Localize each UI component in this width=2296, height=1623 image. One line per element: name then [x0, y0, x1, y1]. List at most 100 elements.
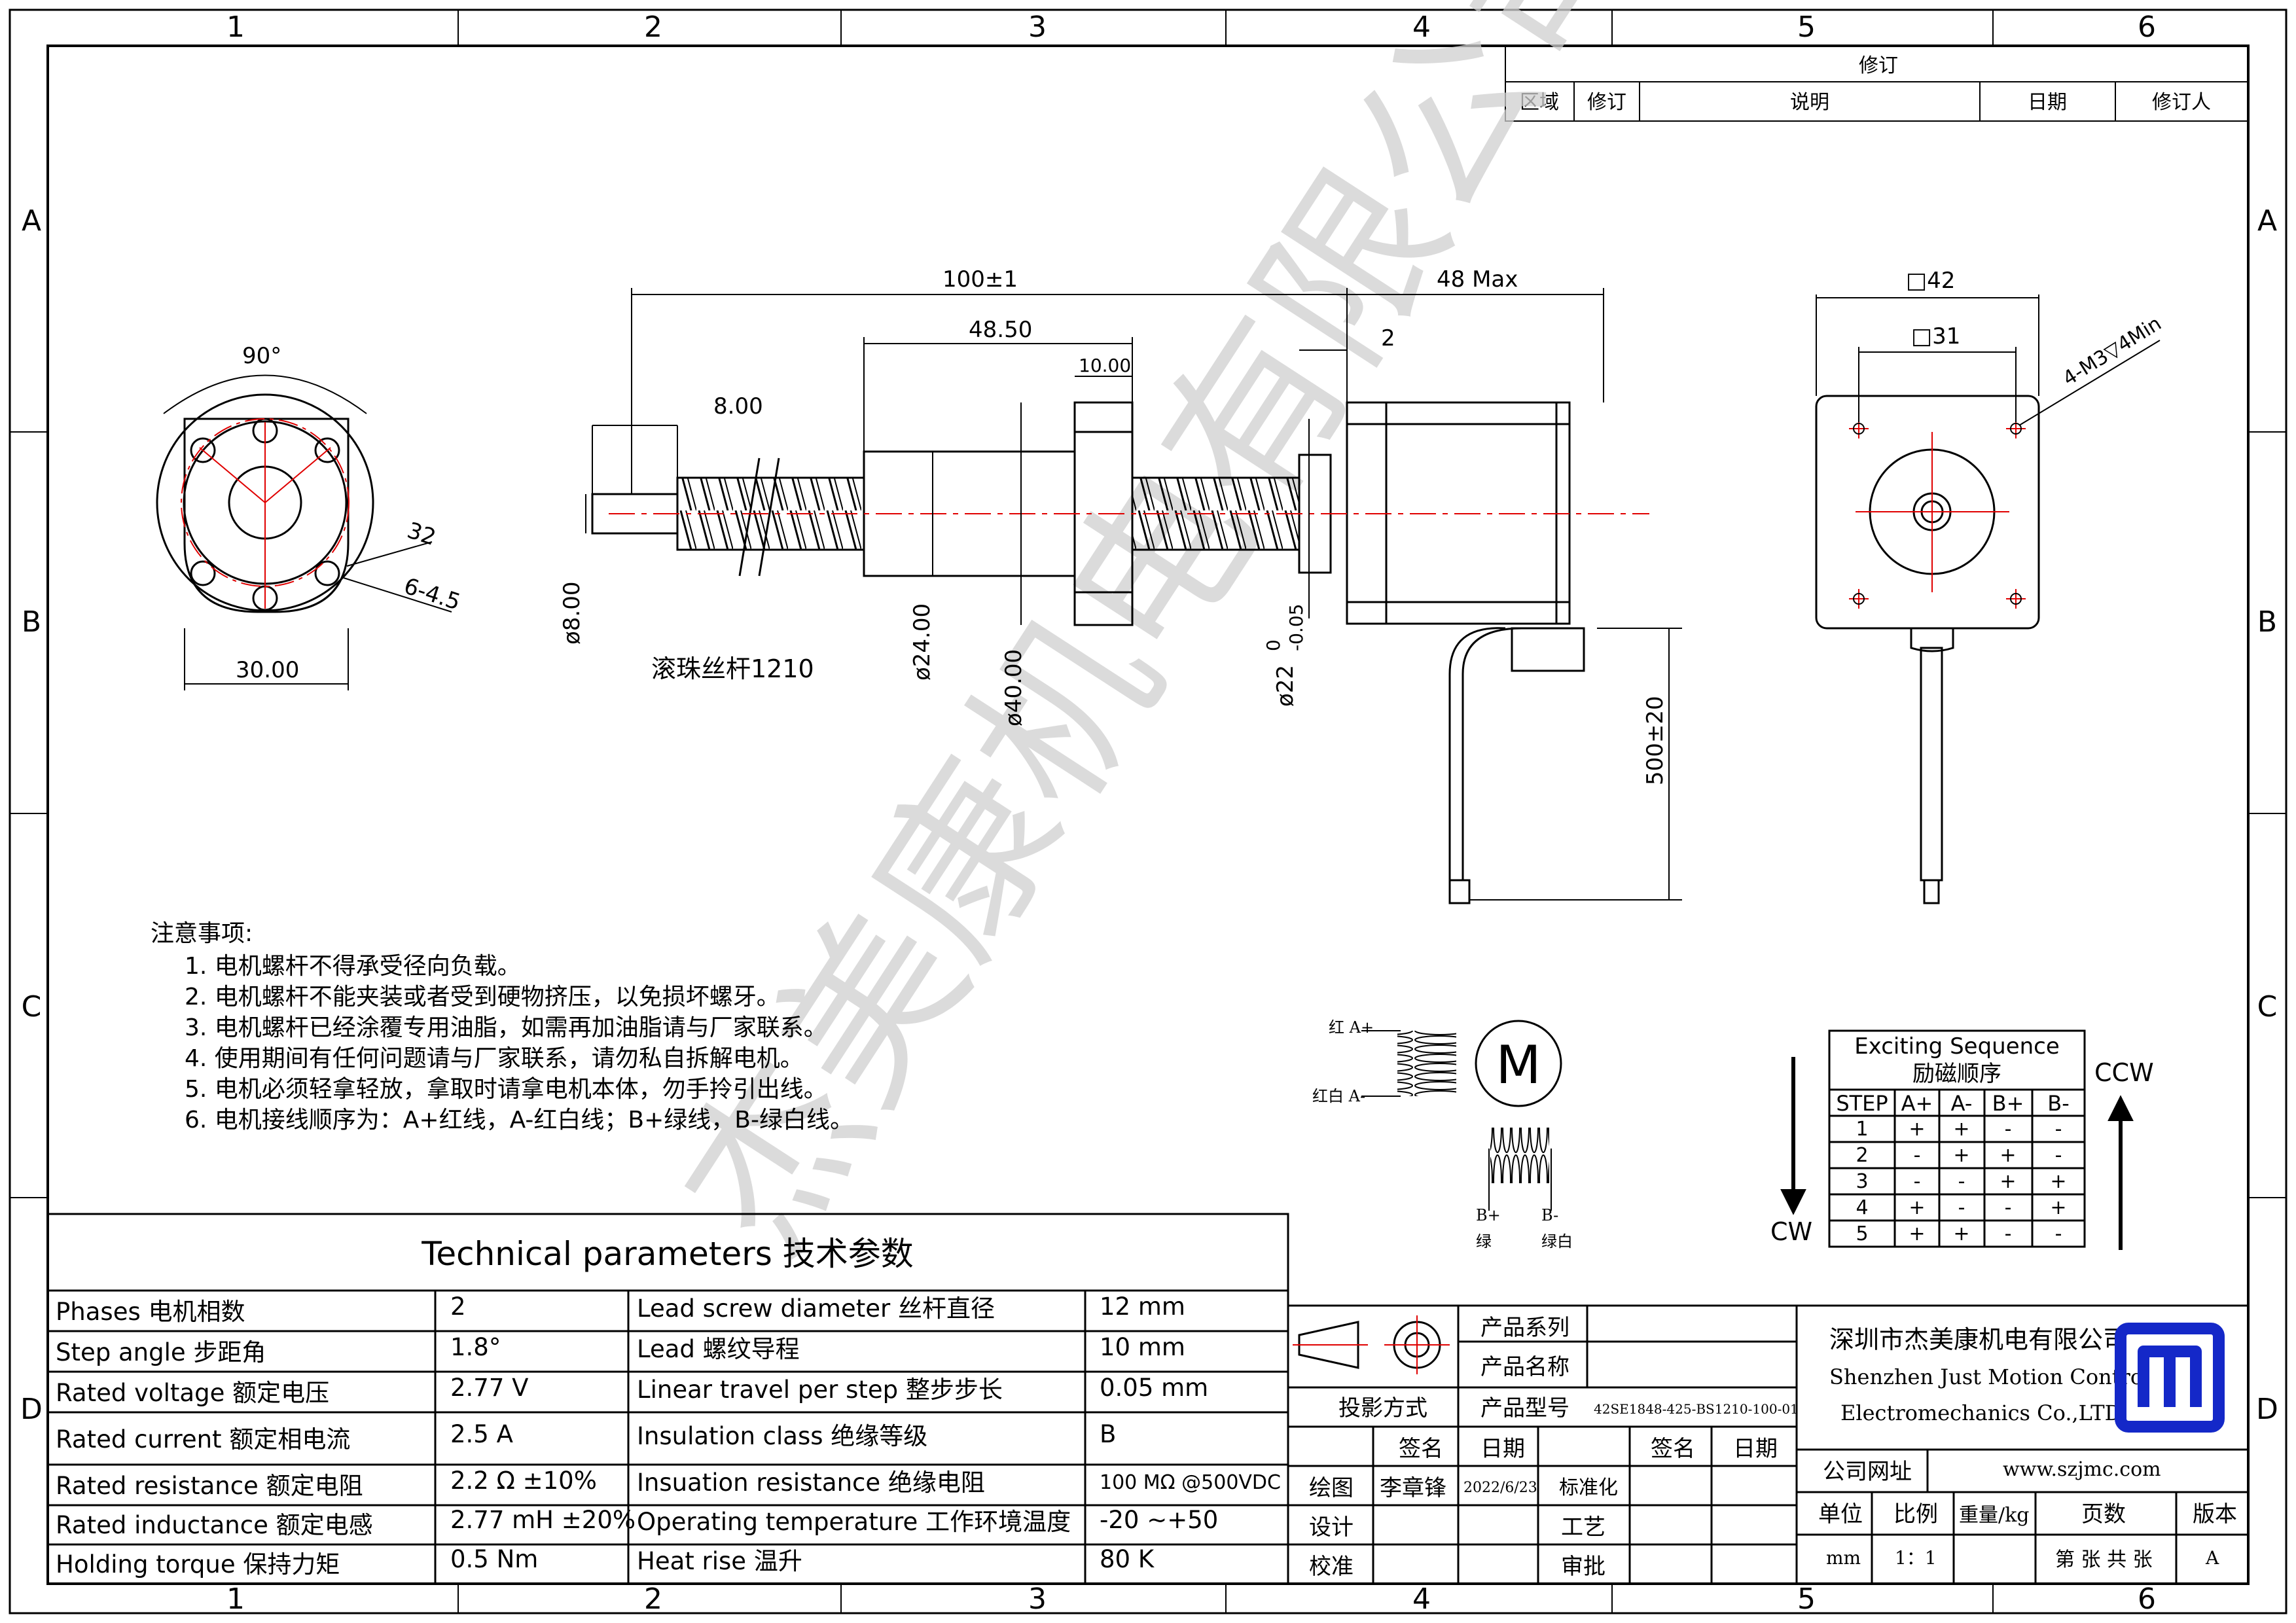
revision-header: 修订 — [1587, 91, 1626, 114]
seq-cell: + — [1909, 1196, 1925, 1219]
seq-step: 2 — [1856, 1144, 1868, 1167]
param-value: 2 — [450, 1293, 466, 1321]
note-item: 6. 电机接线顺序为：A+红线，A-红白线；B+绿线，B-绿白线。 — [185, 1107, 853, 1133]
dim-body-length: 48 Max — [1437, 266, 1518, 293]
tb-model-value: 42SE1848-425-BS1210-100-01 — [1594, 1401, 1799, 1417]
param-value: 10 mm — [1100, 1333, 1185, 1361]
tb-sign: 签名 — [1651, 1436, 1695, 1462]
row-label: A — [22, 204, 41, 238]
wire-b-minus-color: 绿白 — [1541, 1232, 1573, 1251]
dim-hole-pitch: □31 — [1911, 323, 1960, 349]
seq-header: A- — [1951, 1091, 1973, 1116]
wire-a-minus: 红白 A- — [1312, 1087, 1365, 1105]
seq-header: B+ — [1992, 1091, 2024, 1116]
seq-step: 5 — [1856, 1222, 1868, 1245]
tb-website: www.szjmc.com — [2003, 1458, 2161, 1481]
param-value: -20 ~+50 — [1100, 1506, 1218, 1534]
revision-table: 修订 区域 修订 说明 日期 修订人 — [1505, 45, 2249, 122]
note-item: 5. 电机必须轻拿轻放，拿取时请拿电机本体，勿手拎引出线。 — [185, 1076, 827, 1103]
dim-boss-diameter: ø22 — [1272, 665, 1299, 707]
exciting-sequence: Exciting Sequence 励磁顺序 STEP A+ A- B+ B- … — [1770, 1029, 2154, 1250]
row-label: D — [20, 1393, 43, 1426]
seq-cell: + — [1953, 1222, 1969, 1245]
revision-header: 修订人 — [2152, 91, 2211, 114]
col-label: 2 — [644, 1582, 662, 1616]
seq-cell: + — [2050, 1196, 2066, 1219]
seq-cell: + — [2050, 1170, 2066, 1193]
tb-date: 日期 — [1480, 1436, 1525, 1462]
dim-cable-length: 500±20 — [1642, 696, 1668, 785]
sequence-title-cn: 励磁顺序 — [1912, 1061, 2001, 1087]
note-item: 1. 电机螺杆不得承受径向负载。 — [185, 953, 521, 980]
tb-process: 工艺 — [1561, 1514, 1605, 1541]
col-label: 4 — [1412, 1582, 1431, 1616]
title-block: 产品系列 产品名称 产品型号 42SE1848-425-BS1210-100-0… — [1287, 1304, 2250, 1585]
dim-flange-diameter: ø40.00 — [1001, 649, 1027, 726]
side-view: 100±1 48.50 10.00 8.00 48 Max 2 ø8.00 ø2… — [559, 266, 1682, 904]
param-label: Rated current 额定相电流 — [56, 1425, 350, 1454]
tb-company-en1: Shenzhen Just Motion Control — [1829, 1364, 2149, 1389]
tb-draw: 绘图 — [1309, 1475, 1354, 1501]
seq-cell: + — [1909, 1222, 1925, 1245]
tb-product-name: 产品名称 — [1480, 1354, 1570, 1380]
col-label: 2 — [644, 10, 662, 44]
param-label: Insuation resistance 绝缘电阻 — [637, 1469, 985, 1497]
dim-flange-thickness: 10.00 — [1079, 355, 1131, 376]
seq-cell: - — [2055, 1118, 2062, 1141]
col-label: 4 — [1412, 10, 1431, 44]
row-label: B — [22, 605, 41, 639]
param-label: Insulation class 绝缘等级 — [637, 1422, 927, 1450]
wire-b-minus: B- — [1541, 1206, 1558, 1224]
tb-check: 校准 — [1309, 1554, 1354, 1580]
seq-cell: - — [1958, 1170, 1965, 1193]
seq-cell: + — [2000, 1170, 2016, 1193]
ccw-label: CCW — [2094, 1058, 2154, 1087]
revision-header: 说明 — [1790, 91, 1829, 114]
seq-cell: + — [1953, 1144, 1969, 1167]
param-label: Rated inductance 额定电感 — [56, 1511, 373, 1539]
dim-thread-spec: 4-M3▽4Min — [2059, 312, 2166, 391]
col-label: 1 — [226, 1582, 245, 1616]
param-value: 0.5 Nm — [450, 1545, 538, 1573]
tb-projection: 投影方式 — [1338, 1395, 1427, 1421]
dim-nut-length: 48.50 — [969, 317, 1032, 343]
param-label: Phases 电机相数 — [56, 1298, 245, 1326]
cw-label: CW — [1770, 1217, 1812, 1246]
tb-pages: 页数 — [2081, 1501, 2126, 1527]
front-view: □42 □31 4-M3▽4Min — [1815, 268, 2166, 904]
note-item: 2. 电机螺杆不能夹装或者受到硬物挤压，以免损坏螺牙。 — [185, 984, 780, 1010]
tb-design: 设计 — [1309, 1514, 1354, 1541]
tb-draw-date: 2022/6/23 — [1463, 1480, 1537, 1496]
seq-cell: - — [2005, 1118, 2012, 1141]
seq-cell: - — [2005, 1222, 2012, 1245]
tb-company-cn: 深圳市杰美康机电有限公司 — [1829, 1325, 2128, 1354]
seq-header: B- — [2047, 1091, 2070, 1116]
note-item: 4. 使用期间有任何问题请与厂家联系，请勿私自拆解电机。 — [185, 1045, 804, 1072]
seq-cell: - — [1914, 1170, 1921, 1193]
dim-screw-end: 8.00 — [713, 393, 763, 419]
tb-unit-value: mm — [1826, 1547, 1861, 1569]
end-view-angle: 90° — [242, 343, 281, 369]
param-value: B — [1100, 1420, 1116, 1448]
param-value: 2.77 mH ±20% — [450, 1506, 636, 1534]
tb-date: 日期 — [1733, 1436, 1778, 1462]
tb-sign: 签名 — [1399, 1436, 1443, 1462]
col-label: 5 — [1797, 10, 1816, 44]
seq-cell: - — [2055, 1222, 2062, 1245]
param-value: 1.8° — [450, 1333, 501, 1361]
wire-b-plus-color: 绿 — [1476, 1232, 1492, 1251]
param-value: 12 mm — [1100, 1293, 1185, 1321]
param-value: 80 K — [1100, 1545, 1155, 1573]
seq-cell: - — [2005, 1196, 2012, 1219]
wire-b-plus: B+ — [1476, 1206, 1501, 1224]
zone-labels: 1 2 3 4 5 6 1 2 3 4 5 6 A B C D A B C D — [20, 10, 2278, 1616]
param-label: Lead 螺纹导程 — [637, 1335, 800, 1363]
dim-nut-diameter: ø24.00 — [909, 603, 935, 681]
tb-pages-value: 第 张 共 张 — [2055, 1548, 2153, 1571]
end-view-holes: 6-4.5 — [401, 573, 463, 616]
end-view: 90° 30.00 32 6-4.5 — [156, 343, 463, 690]
seq-cell: + — [1953, 1118, 1969, 1141]
tb-product-series: 产品系列 — [1480, 1315, 1570, 1341]
revision-header: 日期 — [2028, 91, 2067, 114]
param-value: 2.77 V — [450, 1374, 528, 1402]
